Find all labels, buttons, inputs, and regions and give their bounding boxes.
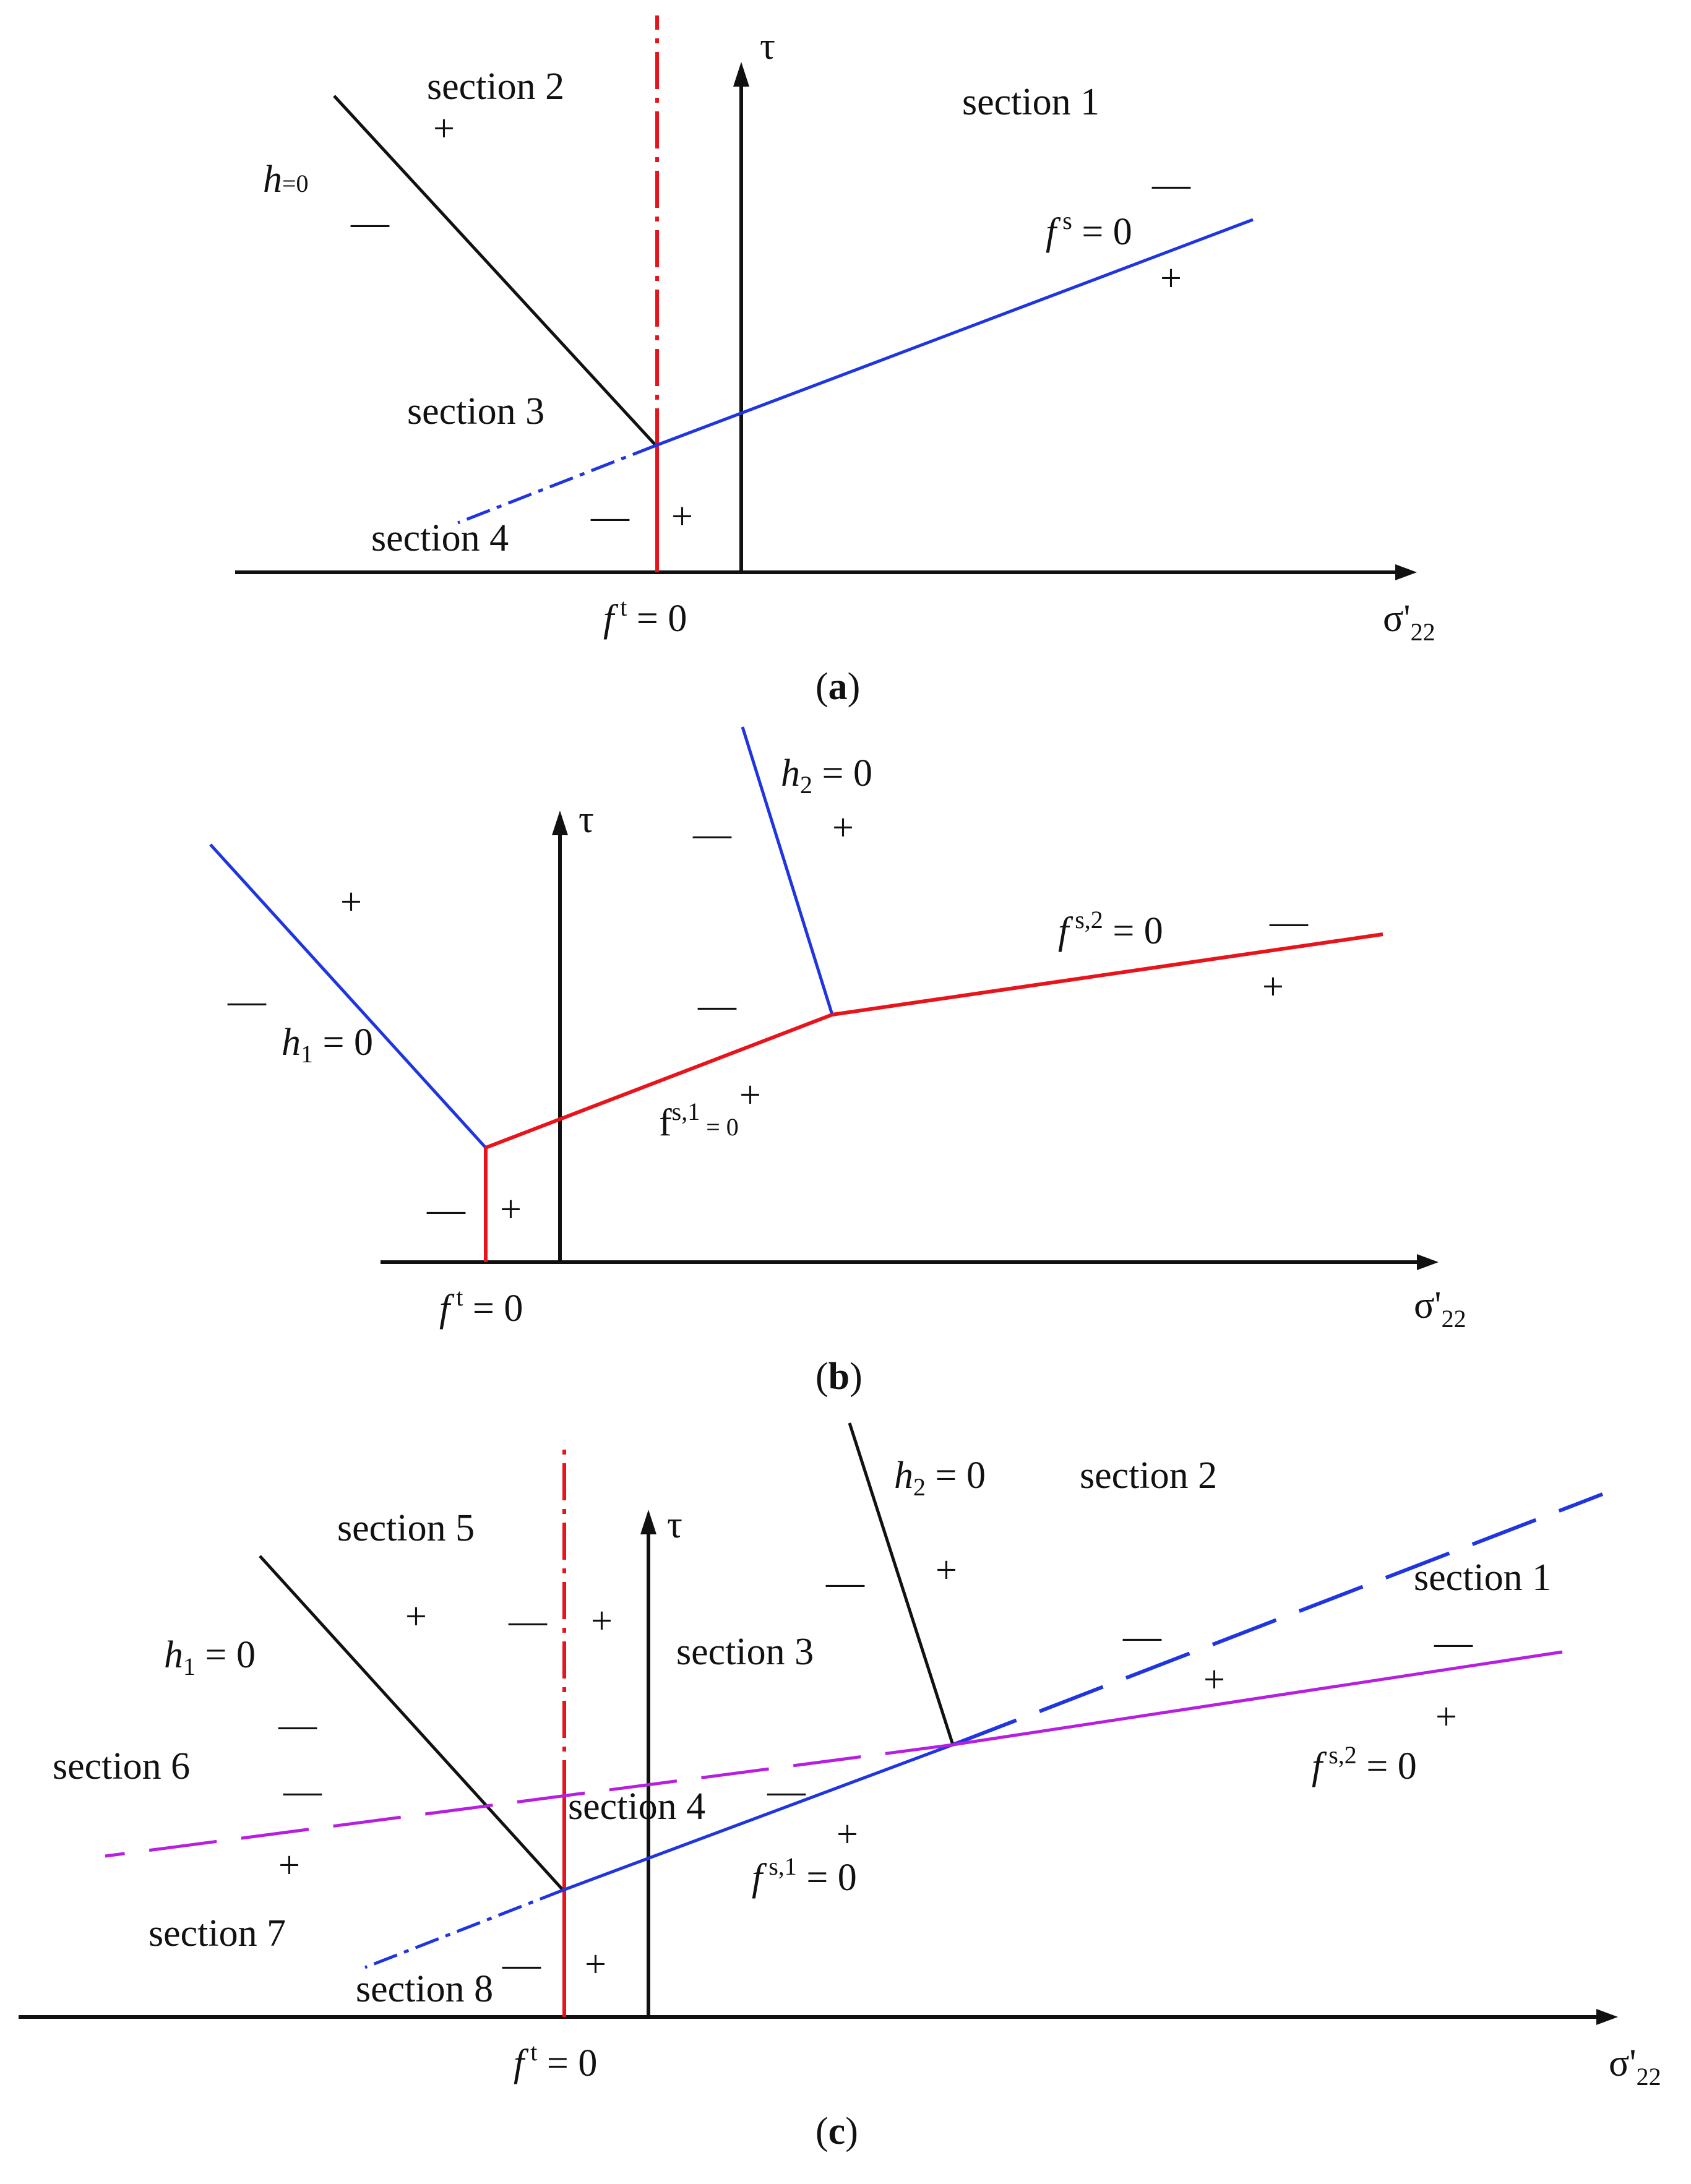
minus-sign-b-5: — [426, 1189, 466, 1231]
plus-sign-b-3: + [739, 1074, 761, 1116]
h-line-a [333, 95, 657, 447]
h1-line-b [209, 843, 487, 1149]
caption-b: (b) [815, 1356, 863, 1398]
minus-sign-c-red-1: — [508, 1600, 548, 1642]
section-7-label-c: section 7 [148, 1912, 286, 1954]
plus-sign-c-2: + [936, 1549, 957, 1591]
fs2-line-dashed-c [105, 1743, 953, 1858]
fs1-line-dashdot-c [364, 1888, 564, 1969]
panel-c: section 1 section 2 section 3 section 4 … [19, 1422, 1661, 2152]
plus-sign-c-magenta-2: + [278, 1844, 300, 1886]
section-1-label-a: section 1 [962, 81, 1099, 123]
plus-sign-a-3: + [671, 496, 693, 538]
h1-label-c: h1 = 0 [164, 1634, 256, 1680]
tau-axis-arrow-a [733, 62, 749, 87]
h1-label-b: h1 = 0 [282, 1021, 373, 1068]
sigma-label-b: σ'22 [1414, 1284, 1466, 1333]
tau-label-c: τ [667, 1504, 682, 1546]
section-8-label-c: section 8 [356, 1968, 493, 2010]
section-4-label-c: section 4 [568, 1786, 705, 1828]
tau-label-b: τ [579, 799, 594, 841]
h2-line-b [741, 726, 834, 1015]
sigma-axis-arrow-c [1596, 2009, 1618, 2025]
sigma-axis-arrow-a [1395, 564, 1417, 580]
h1-line-c [259, 1555, 564, 1891]
minus-sign-b-4: — [1269, 901, 1309, 943]
section-1-label-c: section 1 [1414, 1557, 1551, 1599]
minus-sign-b-2: — [692, 813, 732, 855]
section-5-label-c: section 5 [337, 1507, 475, 1549]
fs2-line-solid-c [952, 1650, 1563, 1747]
minus-sign-b-1: — [227, 980, 267, 1022]
plus-sign-b-5: + [500, 1189, 522, 1231]
plus-sign-c-red-2: + [585, 1943, 606, 1985]
section-4-label-a: section 4 [371, 517, 509, 559]
minus-sign-c-blue-2: — [767, 1770, 806, 1812]
sigma-label-c: σ'22 [1609, 2042, 1661, 2091]
section-3-label-c: section 3 [676, 1631, 814, 1673]
plus-sign-c-magenta-1: + [1435, 1696, 1457, 1738]
plus-sign-b-1: + [340, 881, 362, 923]
plus-sign-b-4: + [1262, 966, 1284, 1008]
plus-sign-c-blue-1: + [1203, 1659, 1225, 1701]
minus-sign-b-3: — [697, 984, 737, 1026]
sigma-label-a: σ'22 [1383, 598, 1435, 646]
plus-sign-b-2: + [832, 807, 854, 849]
tau-axis-arrow-b [552, 810, 568, 835]
fs-line-dashdot-a [457, 444, 656, 525]
minus-sign-a-2: — [1151, 163, 1191, 205]
h2-label-c: h2 = 0 [894, 1455, 986, 1501]
minus-sign-c-magenta-2: — [283, 1770, 322, 1812]
fs1-label-b: fs,1 = 0 [659, 1098, 739, 1144]
plus-sign-c-1: + [405, 1596, 427, 1638]
minus-sign-c-magenta-1: — [1434, 1622, 1473, 1664]
fs1-line-solid-c [562, 1743, 953, 1892]
section-2-label-a: section 2 [427, 66, 564, 108]
minus-sign-c-2: — [825, 1562, 865, 1604]
fs-line-solid-a [655, 218, 1254, 447]
h-label-a: h=0 [263, 158, 309, 200]
tau-axis-arrow-c [640, 1510, 656, 1534]
caption-a: (a) [815, 666, 860, 708]
fs2-line-b [832, 932, 1383, 1017]
section-6-label-c: section 6 [53, 1745, 190, 1787]
h2-line-c [848, 1422, 955, 1745]
h2-label-b: h2 = 0 [781, 752, 872, 799]
plus-sign-c-red-1: + [591, 1600, 613, 1642]
caption-c: (c) [815, 2110, 858, 2152]
minus-sign-c-1: — [278, 1704, 317, 1746]
tau-label-a: τ [760, 25, 775, 67]
minus-sign-c-blue-1: — [1122, 1615, 1162, 1657]
panel-a: section 1 section 2 section 3 section 4 … [235, 15, 1435, 708]
minus-sign-c-red-2: — [502, 1943, 541, 1985]
minus-sign-a-1: — [350, 202, 390, 244]
section-2-label-c: section 2 [1080, 1455, 1217, 1497]
plus-sign-a-1: + [433, 108, 455, 150]
fs1-line-b [484, 1013, 833, 1150]
fs1-line-dashed-c [952, 1492, 1604, 1747]
section-3-label-a: section 3 [407, 390, 544, 432]
plus-sign-a-2: + [1160, 257, 1182, 299]
sigma-axis-arrow-b [1417, 1254, 1439, 1270]
plus-sign-c-blue-2: + [837, 1813, 858, 1855]
minus-sign-a-3: — [590, 496, 630, 538]
